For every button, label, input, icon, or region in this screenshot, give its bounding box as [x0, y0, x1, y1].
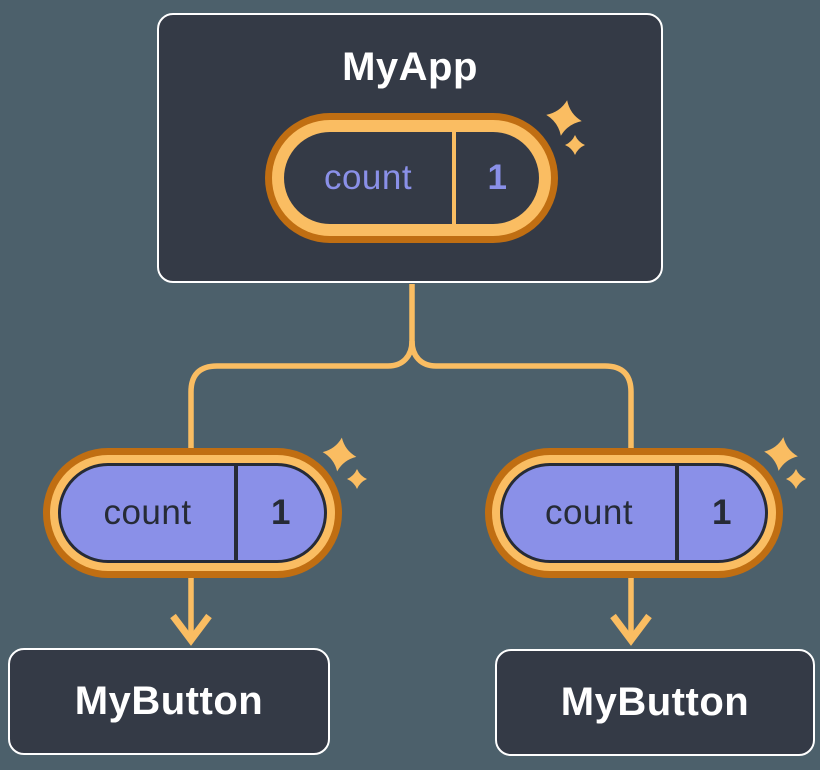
branch-right-line	[409, 340, 634, 636]
pill-value: 1	[712, 493, 732, 532]
pill-label: count	[544, 493, 634, 532]
state-pill-ring: count 1	[272, 120, 551, 236]
prop-pill-body: count 1	[58, 463, 327, 563]
pill-value: 1	[487, 158, 508, 197]
prop-pill-right: count 1	[485, 448, 783, 578]
prop-pill-left: count 1	[43, 448, 342, 578]
pill-label: count	[323, 158, 413, 197]
component-title: MyButton	[74, 679, 264, 723]
state-pill: count 1	[265, 113, 558, 243]
component-card-mybutton-right: MyButton	[495, 649, 815, 756]
branch-left-line	[188, 340, 415, 636]
pill-divider	[234, 466, 238, 560]
arrowhead-left-icon	[170, 613, 212, 646]
prop-pill-ring: count 1	[492, 455, 776, 571]
sparkle-icon	[764, 437, 806, 489]
pill-label: count	[103, 493, 192, 532]
component-title: MyApp	[342, 45, 478, 89]
pill-divider	[452, 132, 456, 224]
state-pill-body: count 1	[284, 132, 539, 224]
component-card-mybutton-left: MyButton	[8, 648, 330, 755]
prop-pill-body: count 1	[500, 463, 768, 563]
arrowhead-right-icon	[610, 613, 652, 646]
prop-pill-ring: count 1	[50, 455, 335, 571]
component-title: MyButton	[560, 680, 750, 724]
sparkle-icon	[322, 437, 367, 489]
pill-value: 1	[271, 493, 291, 532]
sparkle-icon	[546, 100, 585, 155]
pill-divider	[675, 466, 679, 560]
